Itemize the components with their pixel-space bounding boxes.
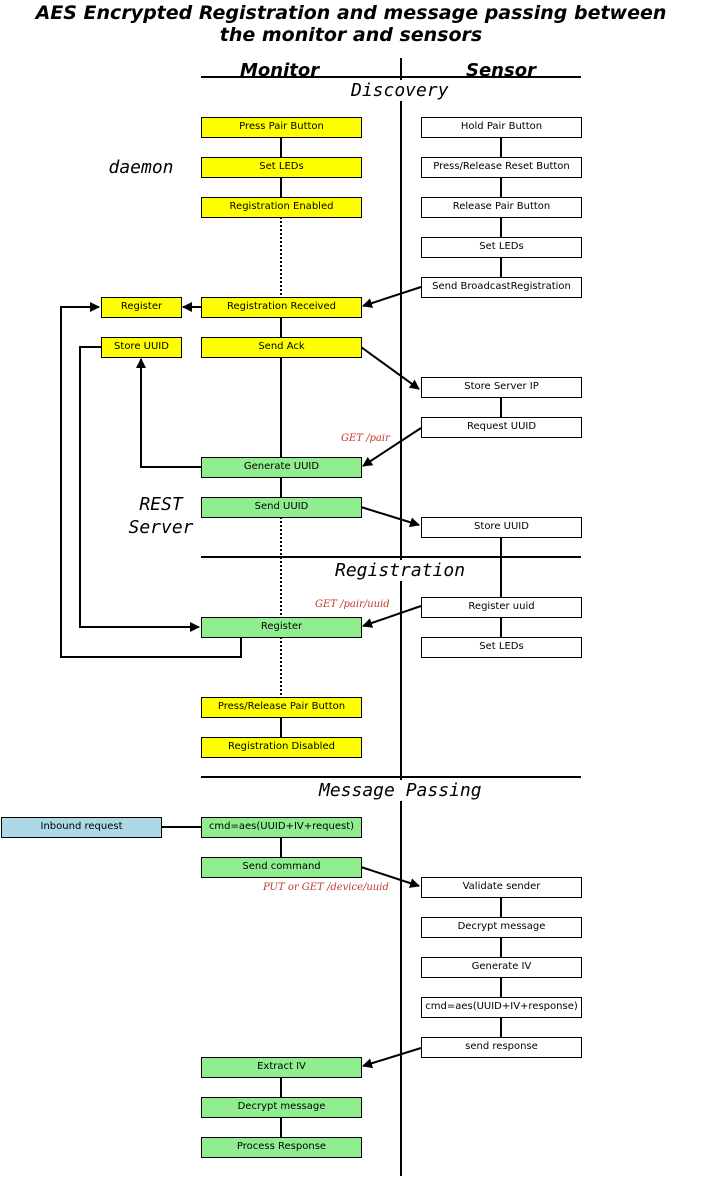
- monitor-generate-uuid: Generate UUID: [201, 457, 362, 478]
- sensor-send-broadcast-registration: Send BroadcastRegistration: [421, 277, 582, 298]
- monitor-press-pair-button: Press Pair Button: [201, 117, 362, 138]
- sensor-request-uuid: Request UUID: [421, 417, 582, 438]
- section-discovery: Discovery: [347, 80, 453, 101]
- rest-server-label-line1: REST: [139, 494, 183, 515]
- section-message-passing: Message Passing: [315, 780, 486, 801]
- daemon-register: Register: [101, 297, 182, 318]
- sensor-release-pair-button: Release Pair Button: [421, 197, 582, 218]
- sensor-set-leds-2: Set LEDs: [421, 637, 582, 658]
- sensor-generate-iv: Generate IV: [421, 957, 582, 978]
- daemon-label: daemon: [108, 157, 174, 178]
- monitor-extract-iv: Extract IV: [201, 1057, 362, 1078]
- daemon-store-uuid: Store UUID: [101, 337, 182, 358]
- section-registration: Registration: [331, 560, 470, 581]
- monitor-send-uuid: Send UUID: [201, 497, 362, 518]
- rest-server-label: REST Server: [120, 493, 202, 539]
- diagram-title-line2: the monitor and sensors: [219, 24, 483, 46]
- monitor-cmd-request: cmd=aes(UUID+IV+request): [201, 817, 362, 838]
- monitor-registration-received: Registration Received: [201, 297, 362, 318]
- rest-server-label-line2: Server: [128, 517, 194, 538]
- monitor-registration-disabled: Registration Disabled: [201, 737, 362, 758]
- sensor-column-header: Sensor: [466, 60, 536, 81]
- monitor-send-ack: Send Ack: [201, 337, 362, 358]
- note-get-pair-uuid: GET /pair/uuid: [315, 599, 390, 610]
- sensor-decrypt-message: Decrypt message: [421, 917, 582, 938]
- sensor-store-server-ip: Store Server IP: [421, 377, 582, 398]
- note-get-pair: GET /pair: [341, 433, 390, 444]
- sensor-cmd-response: cmd=aes(UUID+IV+response): [421, 997, 582, 1018]
- monitor-process-response: Process Response: [201, 1137, 362, 1158]
- sensor-send-response: send response: [421, 1037, 582, 1058]
- sensor-store-uuid: Store UUID: [421, 517, 582, 538]
- sensor-register-uuid: Register uuid: [421, 597, 582, 618]
- sensor-set-leds: Set LEDs: [421, 237, 582, 258]
- monitor-column-header: Monitor: [240, 60, 320, 81]
- diagram-title-line1: AES Encrypted Registration and message p…: [35, 2, 667, 24]
- note-put-get-device: PUT or GET /device/uuid: [263, 882, 389, 893]
- monitor-set-leds: Set LEDs: [201, 157, 362, 178]
- sensor-hold-pair-button: Hold Pair Button: [421, 117, 582, 138]
- monitor-register: Register: [201, 617, 362, 638]
- sensor-press-release-reset-button: Press/Release Reset Button: [421, 157, 582, 178]
- monitor-send-command: Send command: [201, 857, 362, 878]
- monitor-registration-enabled: Registration Enabled: [201, 197, 362, 218]
- sensor-validate-sender: Validate sender: [421, 877, 582, 898]
- monitor-decrypt-message: Decrypt message: [201, 1097, 362, 1118]
- inbound-request: Inbound request: [1, 817, 162, 838]
- monitor-press-release-pair-button: Press/Release Pair Button: [201, 697, 362, 718]
